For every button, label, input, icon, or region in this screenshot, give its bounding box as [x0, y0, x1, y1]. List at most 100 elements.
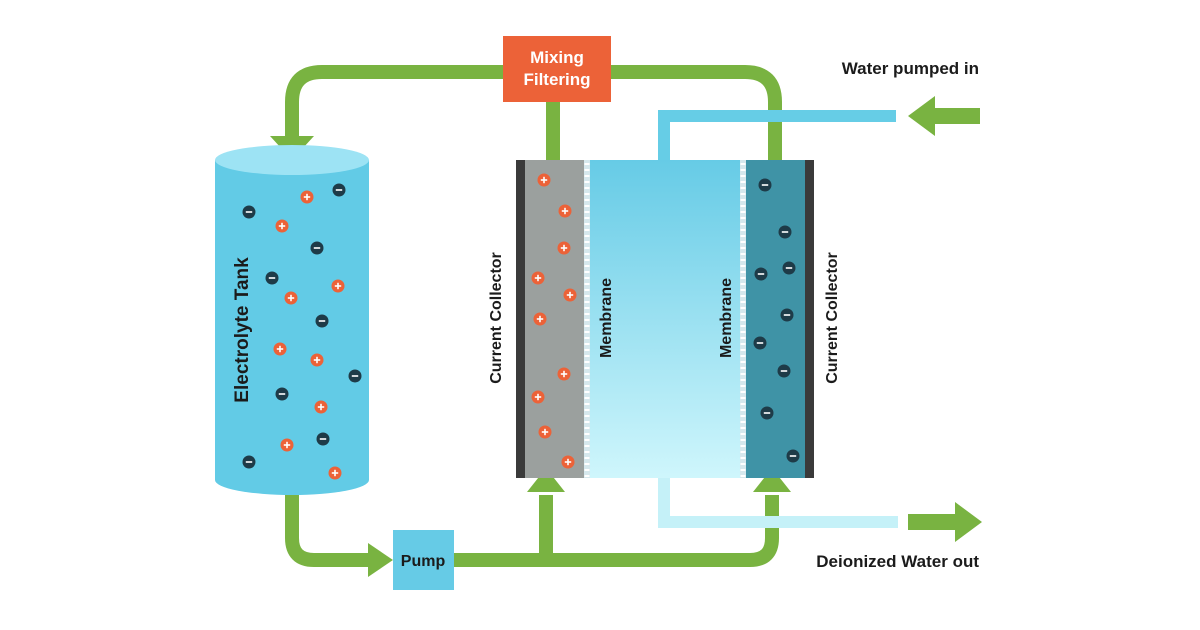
negative-ion-icon [758, 178, 772, 192]
right-membrane-label: Membrane [718, 278, 735, 358]
membrane-tick [584, 169, 590, 171]
membrane-tick [740, 265, 746, 267]
positive-ion-icon [538, 425, 552, 439]
membrane-tick [740, 379, 746, 381]
membrane-tick [584, 391, 590, 393]
positive-ion-icon [284, 291, 298, 305]
membrane-tick [584, 361, 590, 363]
membrane-tick [740, 295, 746, 297]
positive-ion-icon [328, 466, 342, 480]
feed-water-pipe [658, 110, 896, 162]
positive-ion-icon [531, 271, 545, 285]
positive-ion-icon [531, 390, 545, 404]
membrane-tick [584, 469, 590, 471]
membrane-tick [740, 355, 746, 357]
membrane-tick [740, 439, 746, 441]
membrane-tick [584, 247, 590, 249]
membrane-tick [740, 397, 746, 399]
membrane-tick [584, 475, 590, 477]
positive-ion-icon [314, 400, 328, 414]
membrane-tick [740, 421, 746, 423]
membrane-tick [584, 409, 590, 411]
membrane-tick [584, 319, 590, 321]
membrane-tick [740, 433, 746, 435]
membrane-tick [740, 367, 746, 369]
cdi-cell [516, 160, 814, 478]
membrane-tick [584, 217, 590, 219]
water-in-label: Water pumped in [842, 59, 979, 78]
negative-ion-icon [780, 308, 794, 322]
pump-inlet-arrowhead [368, 543, 393, 577]
right-electrode-inlet-arrowhead [753, 468, 791, 492]
top-right-pipe [610, 65, 782, 160]
membrane-tick [740, 331, 746, 333]
membrane-tick [740, 475, 746, 477]
membrane-tick [740, 283, 746, 285]
membrane-tick [740, 319, 746, 321]
membrane-tick [584, 355, 590, 357]
tank-to-pump-pipe [285, 492, 372, 567]
positive-ion-icon [273, 342, 287, 356]
membrane-tick [740, 451, 746, 453]
membrane-tick [740, 223, 746, 225]
membrane-tick [584, 283, 590, 285]
membrane-tick [740, 463, 746, 465]
flow-channel [590, 160, 740, 478]
membrane-tick [584, 241, 590, 243]
filtering-label: Filtering [523, 70, 590, 89]
water-in-arrow [908, 96, 980, 136]
positive-ion-icon [537, 173, 551, 187]
membrane-tick [740, 175, 746, 177]
membrane-tick [584, 373, 590, 375]
membrane-tick [740, 289, 746, 291]
electrolyte-tank [215, 145, 369, 495]
membrane-tick [740, 301, 746, 303]
membrane-tick [584, 307, 590, 309]
negative-ion-icon [778, 225, 792, 239]
negative-ion-icon [777, 364, 791, 378]
negative-ion-icon [265, 271, 279, 285]
right-electrode-ions [753, 178, 800, 463]
negative-ion-icon [242, 205, 256, 219]
positive-ion-icon [557, 367, 571, 381]
membrane-tick [584, 349, 590, 351]
mixing-label: Mixing [530, 48, 584, 67]
negative-ion-icon [348, 369, 362, 383]
membrane-tick [740, 235, 746, 237]
pump-out-pipe [452, 495, 779, 567]
membrane-tick [740, 343, 746, 345]
membrane-tick [740, 445, 746, 447]
positive-ion-icon [310, 353, 324, 367]
membrane-tick [740, 349, 746, 351]
negative-ion-icon [786, 449, 800, 463]
membrane-tick [740, 337, 746, 339]
membrane-tick [584, 337, 590, 339]
membrane-tick [740, 229, 746, 231]
membrane-tick [740, 271, 746, 273]
left-current-collector-plate [516, 160, 525, 478]
green-pipes [285, 65, 782, 567]
membrane-tick [584, 289, 590, 291]
membrane-tick [584, 463, 590, 465]
left-collector-label: Current Collector [488, 252, 505, 384]
membrane-tick [584, 331, 590, 333]
membrane-tick [740, 181, 746, 183]
pump-label: Pump [401, 553, 446, 570]
membrane-tick [740, 199, 746, 201]
positive-ion-icon [275, 219, 289, 233]
water-out-arrow [908, 502, 982, 542]
left-electrode-ions [531, 173, 577, 469]
mixing-filtering-box: Mixing Filtering [503, 36, 611, 102]
positive-ion-icon [557, 241, 571, 255]
membrane-tick [740, 217, 746, 219]
membrane-tick [740, 253, 746, 255]
positive-ion-icon [280, 438, 294, 452]
negative-ion-icon [315, 314, 329, 328]
membrane-tick [584, 445, 590, 447]
membrane-tick [584, 343, 590, 345]
membrane-tick [740, 409, 746, 411]
membrane-tick [584, 277, 590, 279]
negative-ion-icon [753, 336, 767, 350]
membrane-tick [740, 469, 746, 471]
